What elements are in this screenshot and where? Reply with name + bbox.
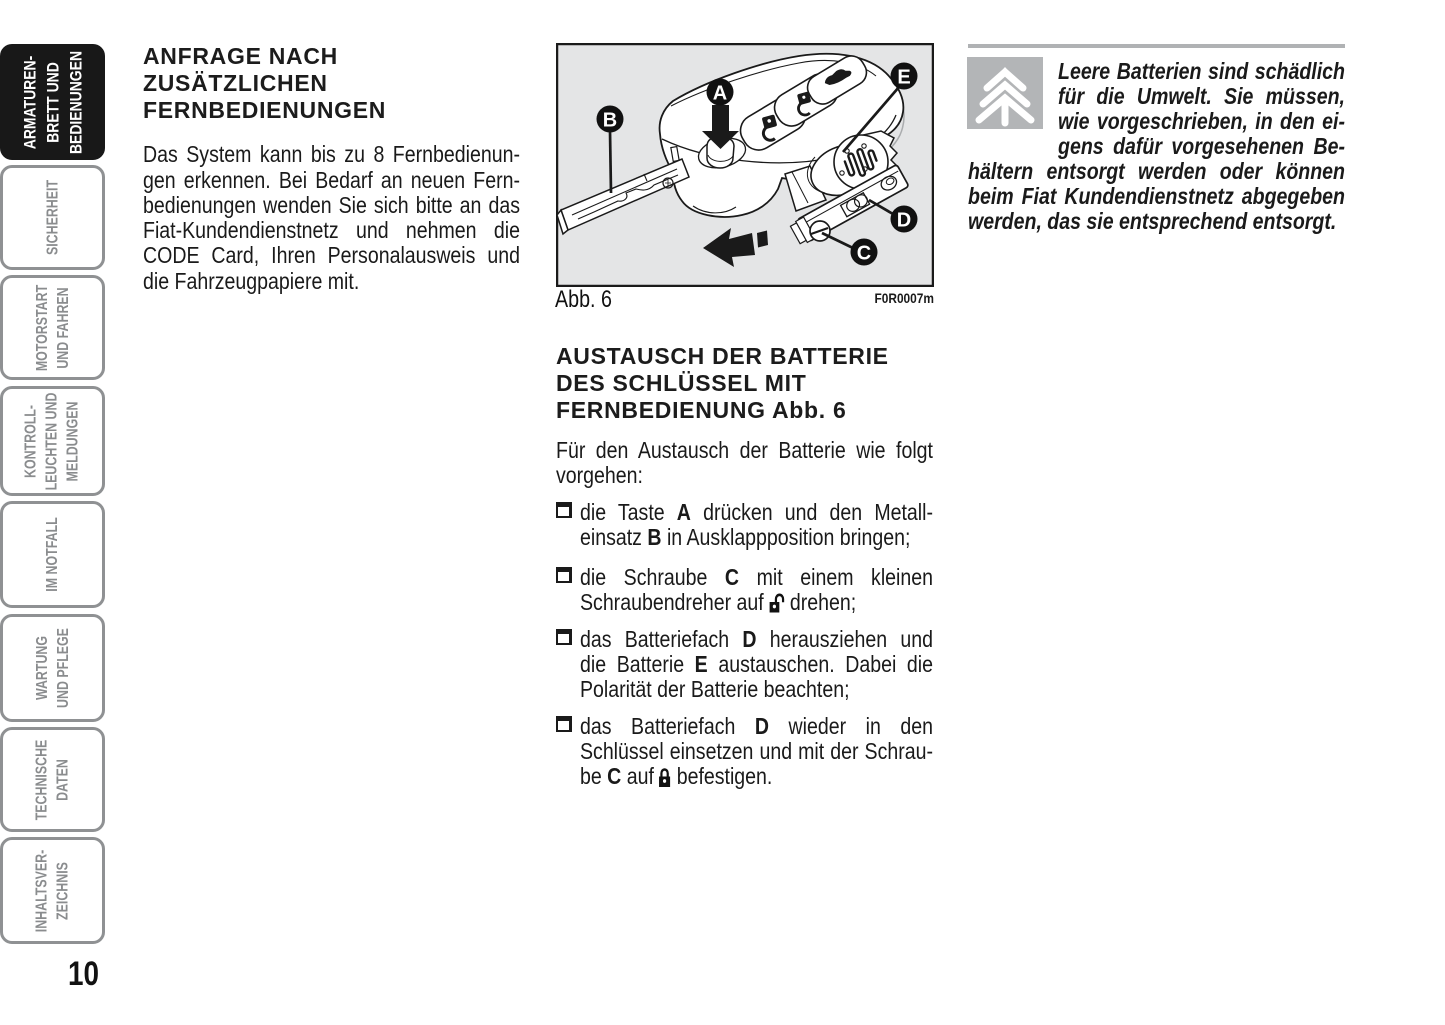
svg-text:D: D: [897, 210, 911, 232]
svg-text:C: C: [857, 243, 871, 265]
svg-text:B: B: [603, 110, 617, 132]
svg-text:A: A: [713, 83, 727, 105]
svg-text:E: E: [897, 67, 910, 89]
